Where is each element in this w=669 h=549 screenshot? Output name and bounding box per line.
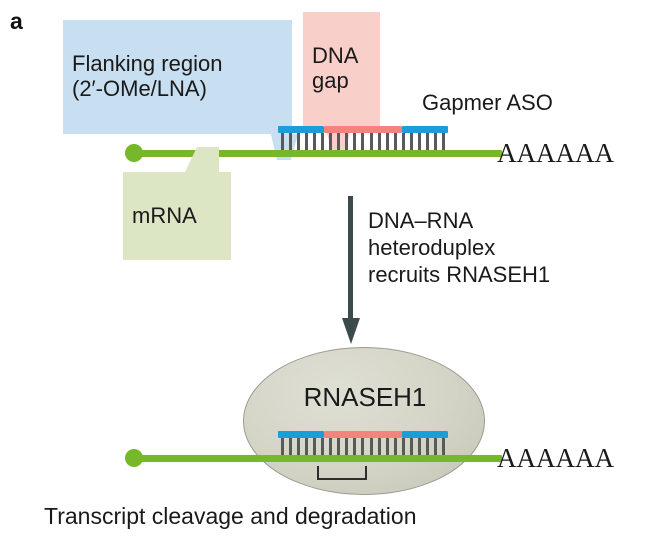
base-pair-tick [337, 133, 341, 150]
enzyme-label: RNASEH1 [303, 382, 427, 412]
base-pair-tick [401, 133, 405, 150]
base-pair-tick [409, 133, 413, 150]
base-pair-tick [393, 133, 397, 150]
base-pair-tick [281, 438, 284, 455]
base-pair-tick [337, 438, 341, 455]
callout-mrna-label: mRNA [132, 202, 197, 228]
label-gapmer-aso: Gapmer ASO [422, 90, 553, 115]
base-pair-tick [369, 133, 373, 150]
mrna-strand-bottom [130, 455, 502, 462]
polya-tail-top: AAAAAA [497, 138, 614, 168]
callout-mrna-tail [185, 147, 219, 172]
base-pair-tick [441, 133, 445, 150]
base-pair-tick [361, 133, 365, 150]
aso-flank-left-top [278, 126, 324, 133]
base-pair-tick [361, 438, 365, 455]
base-pair-tick [321, 133, 325, 150]
aso-flank-right-bottom [402, 431, 448, 438]
mrna-strand-top [130, 150, 502, 157]
base-pair-tick [385, 133, 389, 150]
base-pair-tick [305, 438, 309, 455]
base-pair-tick [385, 438, 389, 455]
base-pair-tick [353, 438, 357, 455]
callout-flanking-label: Flanking region (2′-OMe/LNA) [72, 50, 223, 102]
base-pair-tick [345, 438, 349, 455]
base-pair-tick [433, 133, 437, 150]
base-pair-tick [289, 133, 293, 150]
aso-flank-right-top [402, 126, 448, 133]
base-pair-tick [377, 133, 381, 150]
base-pair-tick [393, 438, 397, 455]
callout-dna-gap-label: DNA gap [312, 42, 359, 94]
base-pair-tick [417, 438, 421, 455]
base-pair-tick [297, 133, 301, 150]
base-pair-tick [329, 438, 333, 455]
base-pair-tick [329, 133, 333, 150]
base-pair-tick [345, 133, 349, 150]
aso-dna-gap-top [324, 126, 402, 133]
aso-duplex-bottom [278, 431, 448, 459]
base-pair-tick [369, 438, 373, 455]
base-pairs-bottom [281, 438, 445, 455]
base-pair-tick [297, 438, 301, 455]
base-pair-tick [425, 438, 429, 455]
base-pair-tick [433, 438, 437, 455]
base-pair-tick [377, 438, 381, 455]
base-pair-tick [313, 438, 317, 455]
caption-transcript-cleavage: Transcript cleavage and degradation [44, 503, 417, 529]
base-pair-tick [417, 133, 421, 150]
base-pair-tick [441, 438, 445, 455]
callout-dna-gap: DNA gap [303, 12, 380, 153]
polya-tail-bottom: AAAAAA [497, 443, 614, 473]
aso-dna-gap-bottom [324, 431, 402, 438]
base-pairs-top [281, 133, 445, 150]
process-arrow-down [340, 196, 362, 344]
arrow-head [342, 318, 360, 344]
base-pair-tick [321, 438, 325, 455]
cleavage-site-bracket [317, 466, 367, 480]
base-pair-tick [401, 438, 405, 455]
base-pair-tick [281, 133, 284, 150]
enzyme-rnaseh1: RNASEH1 [243, 347, 485, 495]
panel-label: a [10, 8, 23, 34]
arrow-shaft [348, 196, 353, 322]
base-pair-tick [353, 133, 357, 150]
base-pair-tick [425, 133, 429, 150]
label-process-description: DNA–RNA heteroduplex recruits RNASEH1 [368, 208, 551, 287]
aso-flank-left-bottom [278, 431, 324, 438]
base-pair-tick [305, 133, 309, 150]
callout-mrna: mRNA [123, 147, 231, 261]
base-pair-tick [409, 438, 413, 455]
aso-duplex-top [278, 126, 448, 154]
callout-flanking-region: Flanking region (2′-OMe/LNA) [63, 20, 305, 160]
base-pair-tick [313, 133, 317, 150]
base-pair-tick [289, 438, 293, 455]
